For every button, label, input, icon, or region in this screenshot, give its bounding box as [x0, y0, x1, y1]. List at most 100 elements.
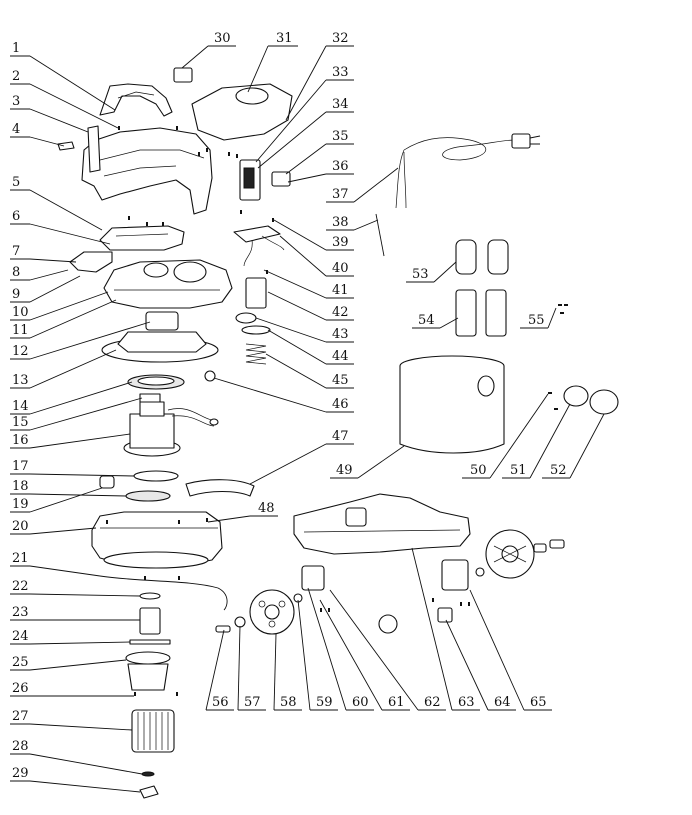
callout-number: 36 — [332, 159, 349, 174]
callout-number: 61 — [388, 695, 405, 710]
callout-17: 17 — [10, 459, 135, 477]
callout-number: 41 — [332, 283, 349, 298]
callout-leader-line — [237, 625, 241, 711]
callout-leader-line — [29, 269, 69, 281]
callout-number: 31 — [276, 31, 293, 46]
callout-number: 63 — [458, 695, 475, 710]
callout-61: 61 — [319, 599, 410, 711]
callout-leader-line — [29, 321, 151, 360]
callout-41: 41 — [263, 269, 354, 299]
callout-leader-line — [29, 565, 101, 577]
callout-number: 9 — [12, 287, 20, 302]
part-screws — [558, 304, 568, 314]
callout-16: 16 — [10, 433, 131, 449]
callout-number: 2 — [12, 69, 20, 84]
callout-leader-line — [285, 143, 327, 175]
callout-number: 3 — [12, 94, 20, 109]
callout-number: 55 — [528, 313, 545, 328]
callout-number: 14 — [12, 399, 29, 414]
callout-28: 28 — [10, 739, 143, 775]
part-inner-plate — [99, 225, 185, 251]
part-drawings — [57, 67, 619, 799]
callout-23: 23 — [10, 605, 140, 621]
part-switch — [173, 67, 193, 83]
part-latch-pad-left — [455, 239, 477, 275]
callout-27: 27 — [10, 709, 133, 731]
callout-57: 57 — [237, 625, 266, 711]
callout-number: 5 — [12, 175, 20, 190]
callout-number: 54 — [418, 313, 435, 328]
part-flat-washer — [241, 325, 271, 335]
callout-50: 50 — [462, 393, 549, 479]
callout-25: 25 — [10, 655, 127, 671]
callout-leader-line — [547, 307, 557, 329]
part-caster — [378, 614, 398, 634]
callout-leader-line — [267, 329, 327, 365]
callout-number: 28 — [12, 739, 29, 754]
part-float-cage — [99, 475, 115, 489]
callout-47: 47 — [249, 429, 354, 485]
part-filter-cage — [125, 651, 171, 691]
callout-34: 34 — [257, 97, 354, 169]
callout-number: 17 — [12, 459, 29, 474]
part-inlet-cap — [589, 389, 619, 415]
callout-number: 24 — [12, 629, 29, 644]
part-latch-left — [455, 289, 477, 337]
callout-11: 11 — [10, 299, 117, 339]
callout-leader-line — [29, 381, 133, 415]
callout-number: 32 — [332, 31, 349, 46]
part-blower-cover — [191, 83, 293, 141]
part-motor — [123, 393, 219, 457]
callout-number: 34 — [332, 97, 349, 112]
callout-leader-line — [29, 593, 141, 597]
callout-35: 35 — [285, 129, 354, 175]
part-impeller-ring — [127, 374, 185, 390]
callout-leader-line — [29, 487, 103, 513]
callout-number: 53 — [412, 267, 429, 282]
callout-leader-line — [357, 445, 405, 479]
callout-56: 56 — [205, 629, 234, 711]
callout-leader-line — [569, 413, 605, 479]
part-latch-pad-right — [487, 239, 509, 275]
callout-30: 30 — [181, 31, 236, 69]
callout-leader-line — [287, 173, 327, 183]
part-control-panel — [239, 159, 291, 201]
callout-leader-line — [329, 589, 419, 711]
callout-number: 1 — [12, 41, 20, 56]
callout-leader-line — [353, 219, 379, 231]
part-spring — [245, 343, 267, 365]
callout-number: 16 — [12, 433, 29, 448]
callout-leader-line — [247, 45, 269, 93]
callout-leader-line — [213, 377, 327, 413]
callout-52: 52 — [542, 413, 605, 479]
callout-31: 31 — [247, 31, 298, 93]
callout-40: 40 — [279, 235, 354, 277]
callout-number: 39 — [332, 235, 349, 250]
callout-number: 42 — [332, 305, 349, 320]
part-circuit-board — [233, 225, 285, 267]
callout-leader-line — [207, 515, 251, 523]
callout-58: 58 — [273, 633, 302, 711]
callout-number: 12 — [12, 344, 29, 359]
callout-1: 1 — [10, 41, 116, 111]
callout-number: 57 — [244, 695, 261, 710]
callout-44: 44 — [267, 329, 354, 365]
part-filter-pad — [69, 251, 113, 273]
callout-62: 62 — [329, 589, 446, 711]
callout-5: 5 — [10, 175, 103, 231]
callout-leader-line — [29, 299, 117, 339]
callout-number: 46 — [332, 397, 349, 412]
callout-number: 20 — [12, 519, 29, 534]
part-power-cord — [395, 133, 541, 209]
callout-leader-line — [29, 433, 131, 449]
callout-36: 36 — [287, 159, 354, 183]
callout-leader-line — [29, 723, 133, 731]
callout-leader-line — [439, 317, 459, 329]
callout-12: 12 — [10, 321, 151, 360]
callout-leader-line — [257, 111, 327, 169]
callout-42: 42 — [267, 291, 354, 321]
callout-labels: 1234567891011121314151617181920212223242… — [10, 31, 605, 793]
callout-14: 14 — [10, 381, 133, 415]
callout-leader-line — [29, 83, 119, 129]
callout-24: 24 — [10, 629, 131, 645]
